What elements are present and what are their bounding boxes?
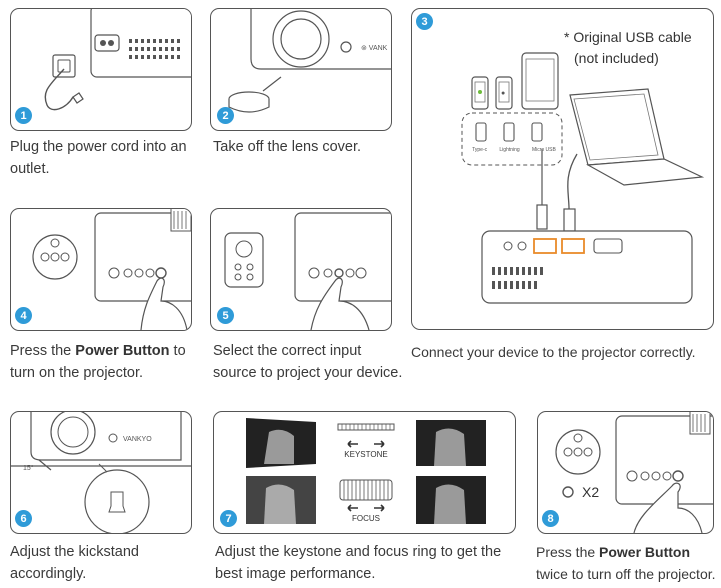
step-5-caption: Select the correct input source to proje… (213, 343, 403, 381)
caption-text: to turn on the projector. (10, 343, 186, 381)
step-badge: 4 (15, 307, 32, 324)
svg-text:⊚ VANK: ⊚ VANK (361, 45, 388, 52)
step-7-caption: Adjust the keystone and focus ring to ge… (215, 544, 502, 582)
step-4-caption: Press the Power Button to turn on the pr… (10, 340, 200, 384)
power-cord-illustration (44, 9, 191, 111)
step-1-caption: Plug the power cord into an outlet. (10, 139, 187, 177)
step-1-panel: 1 (10, 8, 192, 131)
note-line: (not included) (574, 50, 659, 66)
step-3-panel: * Original USB cable (not included) ● (411, 8, 714, 330)
step-3-caption: Connect your device to the projector cor… (411, 344, 696, 360)
brand-label: VANKYO (123, 436, 152, 443)
angle-label: 15° (23, 464, 34, 472)
input-source-illustration (224, 212, 391, 330)
focus-label: FOCUS (352, 514, 380, 523)
keystone-label: KEYSTONE (344, 450, 388, 459)
press-count-label: X2 (582, 484, 600, 500)
step-5-panel: 5 (210, 208, 392, 331)
step-2-panel: ⊚ VANK 2 (210, 8, 392, 131)
port-labels: Type-c Lightning Micro USB (466, 147, 562, 153)
lens-cover-illustration: ⊚ VANK (228, 9, 391, 113)
step-badge: 1 (15, 107, 32, 124)
step-8-caption: Press the Power Button twice to turn off… (536, 541, 721, 585)
step-6-panel: VANKYO 15° 6 (10, 411, 192, 534)
step-2-caption: Take off the lens cover. (213, 139, 362, 155)
kickstand-illustration: VANKYO 15° (11, 412, 191, 533)
step-badge: 3 (416, 13, 433, 30)
step-7-panel: KEYSTONE FOCUS 7 (213, 411, 516, 534)
note-line: * Original USB cable (564, 29, 692, 45)
power-on-illustration (32, 209, 191, 330)
port-label: Micro USB (531, 147, 556, 153)
power-button-label: Power Button (75, 343, 170, 359)
power-off-illustration (555, 412, 713, 533)
caption-text: twice to turn off the projector. (536, 566, 716, 582)
port-label: Type-c (472, 147, 488, 153)
step-6-caption: Adjust the kickstand accordingly. (10, 544, 139, 582)
step-badge: 8 (542, 510, 559, 527)
step-4-panel: 4 (10, 208, 192, 331)
step-badge: 5 (217, 307, 234, 324)
step-badge: 7 (220, 510, 237, 527)
caption-text: Press the (536, 544, 600, 560)
device-connection-illustration: ● (461, 52, 705, 304)
step-8-panel: X2 8 (537, 411, 714, 534)
port-label: Lightning (499, 147, 520, 153)
usb-cable-note: * Original USB cable (not included) (564, 27, 692, 69)
caption-text: Press the (10, 343, 76, 359)
keystone-focus-illustration (246, 418, 486, 524)
step-badge: 2 (217, 107, 234, 124)
svg-text:●: ● (501, 90, 505, 97)
step-badge: 6 (15, 510, 32, 527)
power-button-label: Power Button (599, 544, 691, 560)
